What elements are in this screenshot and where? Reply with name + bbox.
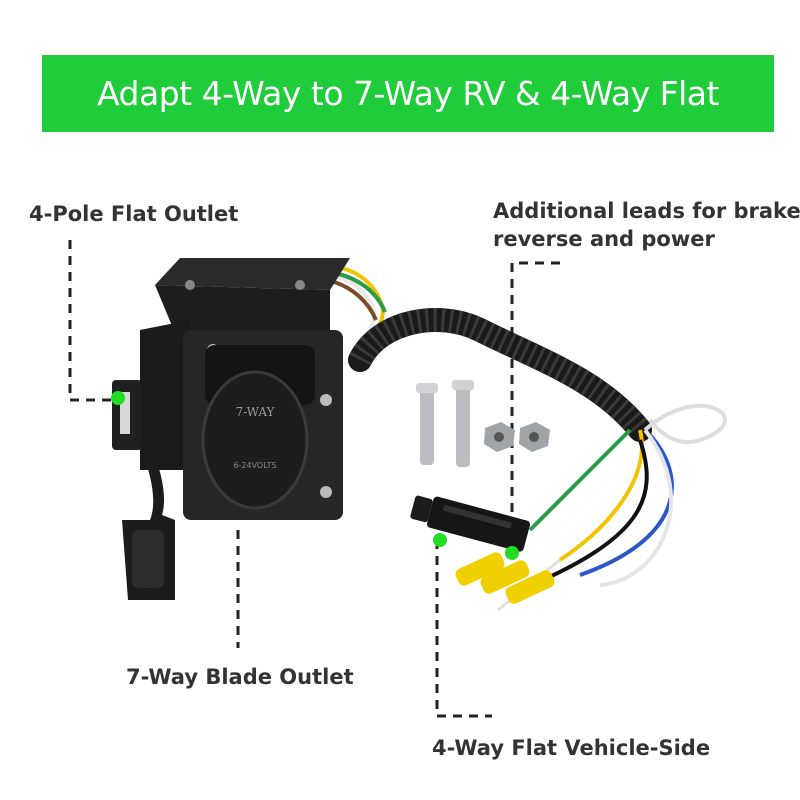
marker-leads [505, 546, 519, 560]
marker-vehicle-side [433, 533, 447, 547]
seven-way-socket: 7-WAY 6-24VOLTS [183, 330, 343, 520]
title-banner: Adapt 4-Way to 7-Way RV & 4-Way Flat [42, 55, 774, 132]
flat-connector-vehicle-side [410, 495, 531, 552]
leader-flat-outlet [68, 240, 112, 402]
leader-vehicle-side [435, 540, 492, 718]
callout-additional-leads-line2: reverse and power [493, 227, 715, 252]
callout-additional-leads: Additional leads for brake, reverse and … [493, 197, 800, 254]
marker-flat-outlet [111, 391, 125, 405]
wire-loom [348, 308, 652, 442]
callout-vehicle-side: 4-Way Flat Vehicle-Side [432, 736, 711, 760]
socket-text: 7-WAY [236, 405, 276, 419]
callout-flat-outlet: 4-Pole Flat Outlet [29, 202, 239, 226]
socket-voltage-text: 6-24VOLTS [233, 461, 276, 470]
callout-additional-leads-line1: Additional leads for brake, [493, 199, 800, 223]
bolts [416, 380, 474, 467]
leader-lines [68, 240, 560, 718]
banner-title: Adapt 4-Way to 7-Way RV & 4-Way Flat [97, 74, 719, 113]
callout-blade-outlet: 7-Way Blade Outlet [126, 665, 354, 689]
nuts [484, 422, 550, 452]
leader-additional-leads [510, 261, 560, 553]
green-markers [111, 391, 519, 560]
flat-outlet-4pole [112, 380, 175, 600]
butt-connectors [455, 552, 555, 604]
